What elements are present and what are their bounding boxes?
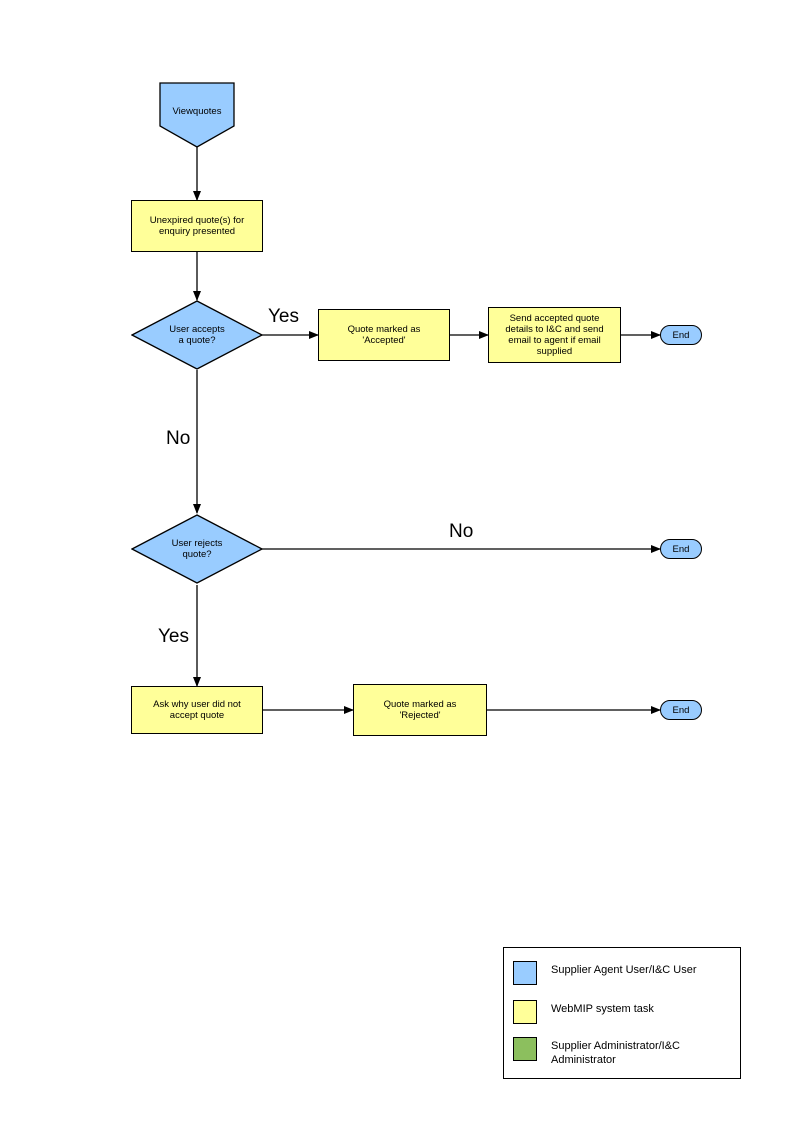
pentagon-shape-icon bbox=[159, 82, 235, 148]
legend-label-supplier-administrator: Supplier Administrator/I&C Administrator bbox=[551, 1040, 680, 1066]
node-end-1[interactable]: End bbox=[660, 325, 702, 345]
node-end-3[interactable]: End bbox=[660, 700, 702, 720]
node-send-accepted-quote-details[interactable]: Send accepted quote details to I&C and s… bbox=[488, 307, 621, 363]
edge-label-no-accept: No bbox=[166, 428, 191, 449]
node-ask-why-not-accepted[interactable]: Ask why user did not accept quote bbox=[131, 686, 263, 734]
edge-label-yes-accept: Yes bbox=[268, 306, 299, 327]
legend-label-webmip-system-task: WebMIP system task bbox=[551, 1003, 654, 1015]
node-quote-marked-accepted[interactable]: Quote marked as 'Accepted' bbox=[318, 309, 450, 361]
node-decision-user-rejects[interactable]: User rejects quote? bbox=[131, 514, 263, 584]
legend-box: Supplier Agent User/I&C User WebMIP syst… bbox=[503, 947, 741, 1079]
node-start-label: Viewquotes bbox=[172, 106, 222, 117]
diamond-shape-icon bbox=[131, 300, 263, 370]
node-quote-marked-rejected[interactable]: Quote marked as 'Rejected' bbox=[353, 684, 487, 736]
node-decision-user-accepts-label: User accepts a quote? bbox=[169, 323, 225, 346]
legend-swatch-system-task bbox=[513, 1000, 537, 1024]
legend-item-supplier-administrator: Supplier Administrator/I&C Administrator bbox=[513, 1037, 680, 1068]
legend-swatch-admin-task bbox=[513, 1037, 537, 1061]
edge-label-yes-reject: Yes bbox=[158, 626, 189, 647]
legend-swatch-user-task bbox=[513, 961, 537, 985]
node-end-2[interactable]: End bbox=[660, 539, 702, 559]
legend-item-webmip-system-task: WebMIP system task bbox=[513, 1000, 654, 1024]
node-unexpired-quotes[interactable]: Unexpired quote(s) for enquiry presented bbox=[131, 200, 263, 252]
node-decision-user-rejects-label: User rejects quote? bbox=[171, 537, 223, 560]
legend-item-supplier-agent: Supplier Agent User/I&C User bbox=[513, 961, 697, 985]
diamond-shape-icon bbox=[131, 514, 263, 584]
edge-label-no-reject: No bbox=[449, 521, 474, 542]
legend-label-supplier-agent: Supplier Agent User/I&C User bbox=[551, 964, 697, 976]
node-decision-user-accepts[interactable]: User accepts a quote? bbox=[131, 300, 263, 370]
node-start-viewquotes[interactable]: Viewquotes bbox=[159, 82, 235, 148]
